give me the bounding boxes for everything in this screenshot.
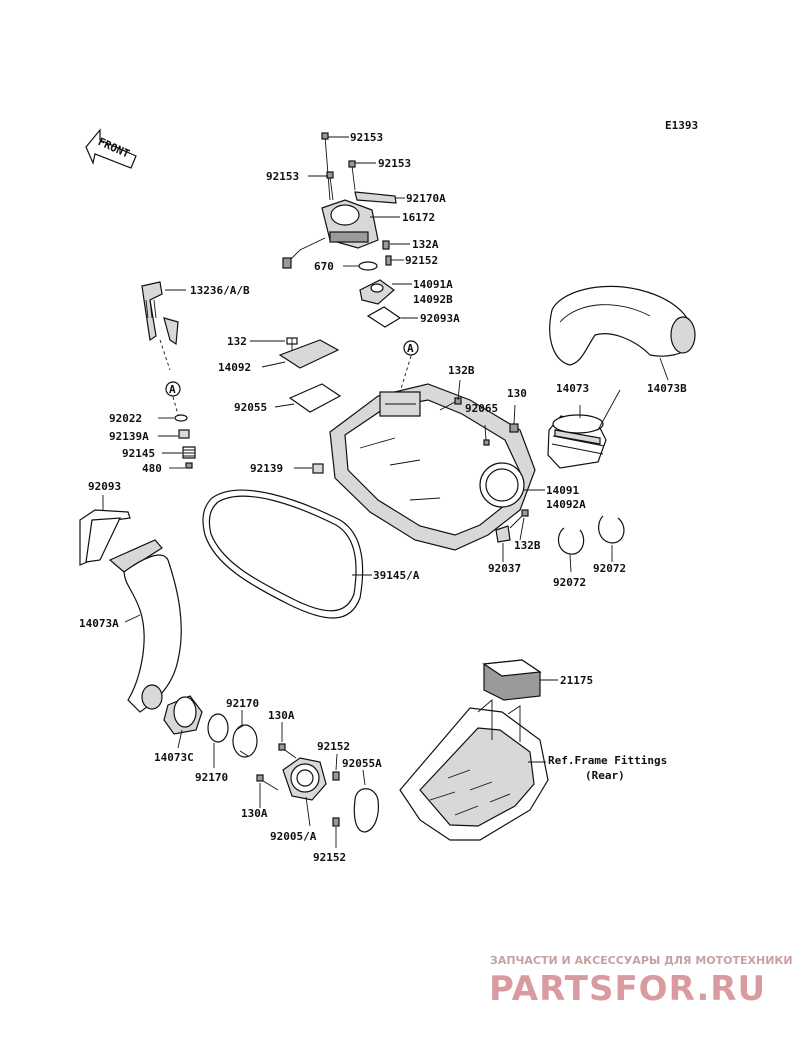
front-arrow-icon: FRONT <box>85 128 137 169</box>
label-92005: 92005/A <box>270 830 317 843</box>
label-92093: 92093 <box>88 480 121 493</box>
label-130: 130 <box>507 387 527 400</box>
label-14092: 14092 <box>218 361 251 374</box>
label-92153: 92153 <box>378 157 411 170</box>
label-92153: 92153 <box>350 131 383 144</box>
drive-belt <box>202 489 372 619</box>
label-39145: 39145/A <box>373 569 420 582</box>
label-92037: 92037 <box>488 562 521 575</box>
cover-plate <box>250 337 342 413</box>
watermark-text: ЗАПЧАСТИ И АКСЕССУАРЫ ДЛЯ МОТОТЕХНИКИ <box>490 954 793 967</box>
label-14073b: 14073B <box>647 382 687 395</box>
label-14092a: 14092A <box>546 498 586 511</box>
label-132b: 132B <box>514 539 541 552</box>
label-14091a: 14091A <box>413 278 453 291</box>
label-92139a: 92139A <box>109 430 149 443</box>
label-92055: 92055 <box>234 401 267 414</box>
label-92022: 92022 <box>109 412 142 425</box>
diagram-code: E1393 <box>665 119 698 132</box>
label-14073: 14073 <box>556 382 589 395</box>
label-92065: 92065 <box>465 402 498 415</box>
label-132a: 132A <box>412 238 439 251</box>
ref-frame-fittings-rear: (Rear) <box>585 769 625 782</box>
label-92145: 92145 <box>122 447 155 460</box>
label-132b: 132B <box>448 364 475 377</box>
label-14091: 14091 <box>546 484 579 497</box>
label-92170: 92170 <box>195 771 228 784</box>
linkage-assembly <box>141 281 196 469</box>
label-21175: 21175 <box>560 674 593 687</box>
label-92072: 92072 <box>553 576 586 589</box>
ref-frame-fittings: Ref.Frame Fittings <box>548 754 667 767</box>
label-16172: 16172 <box>402 211 435 224</box>
label-14092b: 14092B <box>413 293 453 306</box>
label-480: 480 <box>142 462 162 475</box>
label-92093a: 92093A <box>420 312 460 325</box>
label-92153: 92153 <box>266 170 299 183</box>
label-92152: 92152 <box>313 851 346 864</box>
clutch-cover <box>329 383 536 551</box>
label-14073c: 14073C <box>154 751 194 764</box>
label-130a: 130A <box>268 709 295 722</box>
label-130a: 130A <box>241 807 268 820</box>
label-132: 132 <box>227 335 247 348</box>
label-92152: 92152 <box>317 740 350 753</box>
label-92170: 92170 <box>226 697 259 710</box>
label-13236: 13236/A/B <box>190 284 250 297</box>
label-92139: 92139 <box>250 462 283 475</box>
label-92055a: 92055A <box>342 757 382 770</box>
watermark-logo: PARTSFOR.RU <box>489 969 766 1009</box>
label-14073a: 14073A <box>79 617 119 630</box>
circle-marker-a: A <box>407 342 414 355</box>
inlet-duct <box>79 495 182 713</box>
label-670: 670 <box>314 260 334 273</box>
label-92152: 92152 <box>405 254 438 267</box>
clamps-92072 <box>557 515 625 573</box>
actuator-assembly <box>282 132 402 328</box>
circle-marker-a: A <box>169 383 176 396</box>
battery-box <box>399 659 558 841</box>
lower-duct-parts <box>163 695 380 848</box>
label-92072: 92072 <box>593 562 626 575</box>
outlet-duct <box>547 285 696 469</box>
label-92170a: 92170A <box>406 192 446 205</box>
